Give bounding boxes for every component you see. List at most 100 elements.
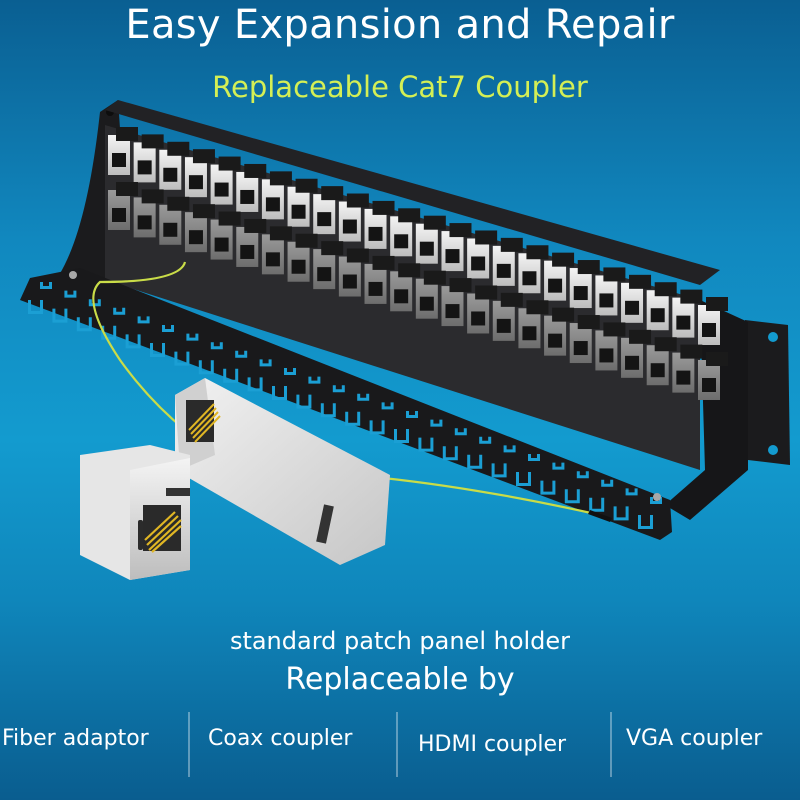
port bbox=[672, 344, 703, 393]
cable-slot bbox=[467, 454, 483, 469]
cable-management-bar bbox=[20, 268, 672, 540]
cable-slot bbox=[88, 299, 101, 307]
port bbox=[544, 252, 575, 301]
cable-slot bbox=[406, 411, 418, 418]
port bbox=[338, 248, 369, 297]
cable-slot bbox=[272, 386, 287, 400]
cable-slot bbox=[113, 307, 126, 315]
cable-slot bbox=[259, 359, 272, 367]
cable-slot bbox=[454, 428, 467, 436]
port bbox=[415, 215, 446, 264]
option-fiber-adaptor: Fiber adaptor bbox=[2, 726, 149, 751]
port bbox=[338, 193, 369, 242]
cable-slot bbox=[503, 445, 516, 453]
cable-slot bbox=[638, 515, 653, 529]
port bbox=[261, 226, 292, 275]
port bbox=[159, 141, 190, 190]
port bbox=[390, 263, 421, 312]
port bbox=[698, 352, 728, 400]
cable-slot bbox=[418, 437, 434, 452]
cable-slot bbox=[150, 343, 165, 357]
cable-slot bbox=[576, 471, 589, 479]
caption-replaceable: Replaceable by bbox=[285, 662, 515, 697]
port bbox=[364, 255, 395, 304]
port bbox=[621, 329, 652, 378]
port bbox=[133, 134, 164, 183]
cable-slot bbox=[174, 351, 190, 366]
port bbox=[261, 171, 292, 220]
coupler-ports bbox=[108, 127, 728, 400]
cable-slot bbox=[357, 393, 370, 401]
port bbox=[569, 260, 600, 309]
port bbox=[544, 307, 575, 356]
port bbox=[672, 289, 703, 338]
port bbox=[236, 163, 267, 212]
cable-slot bbox=[491, 463, 507, 478]
port bbox=[210, 156, 241, 205]
cable-slot bbox=[247, 377, 263, 392]
port bbox=[287, 178, 318, 227]
port bbox=[287, 233, 318, 282]
cable-slot bbox=[210, 342, 223, 350]
port bbox=[390, 208, 421, 257]
cable-slot bbox=[198, 360, 214, 375]
replacement-options: Fiber adaptor Coax coupler HDMI coupler … bbox=[0, 712, 800, 777]
port bbox=[108, 182, 138, 230]
cable-slot bbox=[125, 334, 141, 349]
port bbox=[467, 285, 498, 334]
cable-slot bbox=[28, 300, 43, 314]
port bbox=[313, 241, 344, 290]
cable-slot bbox=[613, 506, 629, 521]
port bbox=[236, 218, 267, 267]
port bbox=[621, 274, 652, 323]
cable-slot bbox=[564, 489, 580, 504]
cable-slot bbox=[52, 308, 68, 323]
cable-slot bbox=[394, 429, 409, 443]
cable-slot bbox=[284, 368, 296, 375]
keystone-coupler-back bbox=[175, 378, 390, 565]
divider bbox=[396, 712, 398, 777]
port bbox=[313, 186, 344, 235]
port bbox=[184, 149, 215, 198]
port bbox=[518, 300, 549, 349]
cable-slot bbox=[552, 462, 565, 470]
port bbox=[518, 245, 549, 294]
port bbox=[441, 223, 472, 272]
port bbox=[492, 292, 523, 341]
divider bbox=[188, 712, 190, 777]
cable-slot bbox=[308, 376, 321, 384]
port bbox=[415, 270, 446, 319]
caption-holder: standard patch panel holder bbox=[229, 627, 571, 655]
option-vga-coupler: VGA coupler bbox=[626, 726, 763, 751]
ground-wire bbox=[92, 261, 601, 517]
cable-slot bbox=[540, 480, 556, 495]
cable-slot bbox=[64, 290, 77, 298]
cable-slot bbox=[479, 436, 492, 444]
cable-slot bbox=[320, 403, 336, 418]
cable-slot bbox=[625, 488, 638, 496]
cable-slot bbox=[381, 402, 394, 410]
port bbox=[108, 127, 138, 175]
port bbox=[133, 189, 164, 238]
cable-slot bbox=[345, 411, 361, 426]
cable-slot bbox=[162, 325, 174, 332]
cable-slot bbox=[516, 472, 531, 486]
keystone-coupler-front bbox=[80, 445, 190, 580]
cable-slot bbox=[186, 333, 199, 341]
port bbox=[698, 297, 728, 345]
port bbox=[467, 230, 498, 279]
divider bbox=[610, 712, 612, 777]
option-coax-coupler: Coax coupler bbox=[208, 726, 353, 751]
port bbox=[646, 282, 677, 331]
port bbox=[441, 278, 472, 327]
option-hdmi-coupler: HDMI coupler bbox=[418, 732, 567, 757]
cable-slot bbox=[40, 282, 52, 289]
cable-slot bbox=[76, 317, 92, 332]
cable-slot bbox=[296, 394, 312, 409]
cable-slot bbox=[442, 446, 458, 461]
port bbox=[210, 211, 241, 260]
port bbox=[595, 322, 626, 371]
port bbox=[364, 200, 395, 249]
cable-slot bbox=[430, 419, 443, 427]
cable-slot bbox=[601, 479, 614, 487]
